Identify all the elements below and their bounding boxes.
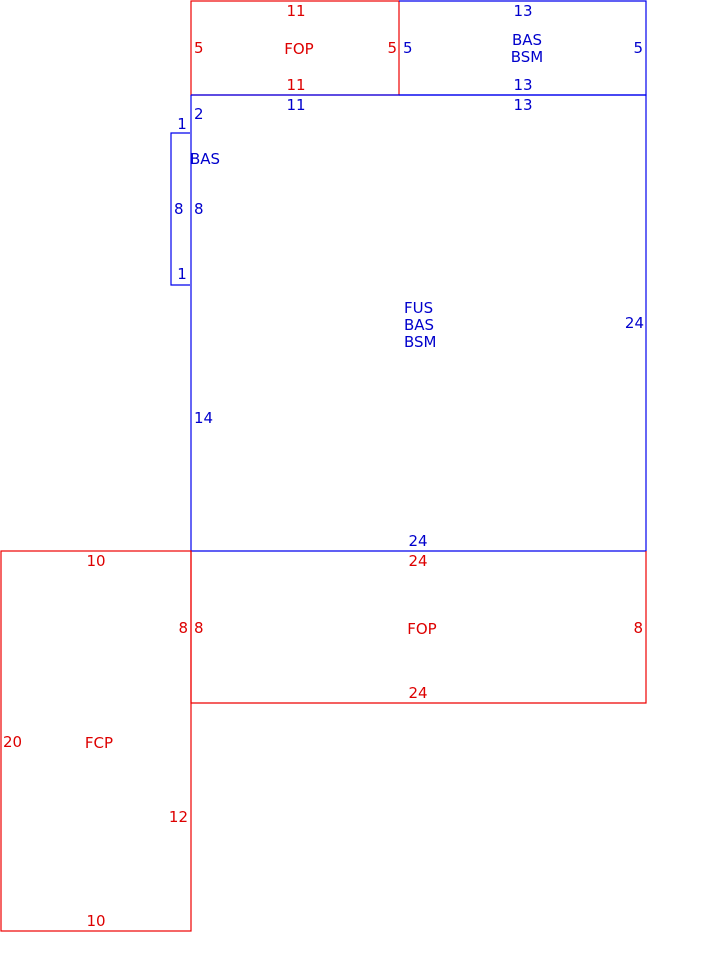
bay-label: BAS <box>190 150 220 168</box>
bottom-porch-label: FOP <box>407 620 436 638</box>
bay-dim-right: 8 <box>194 200 204 218</box>
bay-outline <box>170 132 190 286</box>
main-dim-left-top: 2 <box>194 105 204 123</box>
main-dim-top-left: 11 <box>286 96 305 114</box>
top-right-dim-right: 5 <box>633 39 643 57</box>
bottom-porch-dim-right: 8 <box>633 619 643 637</box>
top-porch-dim-left: 5 <box>194 39 204 57</box>
top-porch-dim-top: 11 <box>286 2 305 20</box>
carport-label: FCP <box>85 734 113 752</box>
main-label-1: FUS <box>404 299 433 317</box>
carport-dim-bottom: 10 <box>86 912 105 930</box>
bottom-porch-dim-top: 24 <box>408 552 427 570</box>
top-right-dim-top: 13 <box>513 2 532 20</box>
carport-dim-top: 10 <box>86 552 105 570</box>
main-dim-bottom: 24 <box>408 532 427 550</box>
top-porch-dim-right: 5 <box>387 39 397 57</box>
carport-dim-right-top: 8 <box>178 619 188 637</box>
top-right-dim-bottom: 13 <box>513 76 532 94</box>
carport-dim-right-bottom: 12 <box>169 808 188 826</box>
main-label-2: BAS <box>404 316 434 334</box>
top-porch-label: FOP <box>284 40 313 58</box>
top-right-label-2: BSM <box>511 48 544 66</box>
main-label-3: BSM <box>404 333 437 351</box>
bottom-porch-dim-bottom: 24 <box>408 684 427 702</box>
main-dim-right: 24 <box>625 314 644 332</box>
bay-dim-left: 8 <box>174 200 184 218</box>
bottom-porch-dim-left: 8 <box>194 619 204 637</box>
top-right-label-1: BAS <box>512 31 542 49</box>
top-right-dim-left: 5 <box>403 39 413 57</box>
carport-outline <box>0 550 192 932</box>
top-porch-dim-bottom: 11 <box>286 76 305 94</box>
main-dim-left: 14 <box>194 409 213 427</box>
main-dim-top-right: 13 <box>513 96 532 114</box>
bay-dim-top: 1 <box>177 115 187 133</box>
bay-dim-bottom: 1 <box>177 265 187 283</box>
carport-dim-left: 20 <box>3 733 22 751</box>
